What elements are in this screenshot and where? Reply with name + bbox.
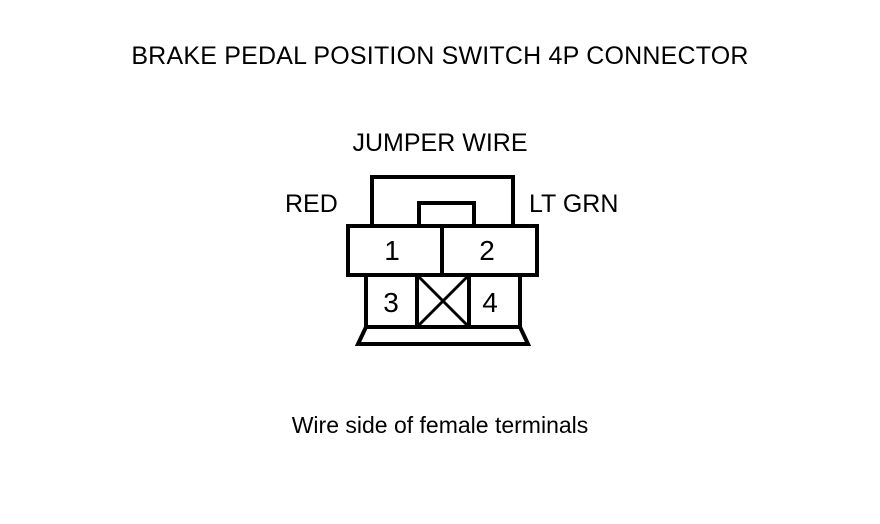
jumper-wire-arch [370, 175, 515, 228]
connector-locking-tab [417, 201, 476, 228]
page-title: BRAKE PEDAL POSITION SWITCH 4P CONNECTOR [131, 42, 749, 70]
wire-label-lt-grn: LT GRN [529, 190, 619, 218]
terminal-cavity-4-number: 4 [482, 287, 498, 318]
terminal-cavity-1-number: 1 [384, 235, 400, 266]
terminal-cavity-2-number: 2 [479, 235, 495, 266]
wire-label-red: RED [285, 190, 338, 218]
blocked-cavity-x-icon [415, 273, 471, 329]
jumper-wire-label: JUMPER WIRE [352, 129, 528, 157]
terminal-cavity-3-number: 3 [383, 287, 399, 318]
connector-view-caption: Wire side of female terminals [291, 412, 589, 438]
connector-base-taper [354, 324, 532, 346]
